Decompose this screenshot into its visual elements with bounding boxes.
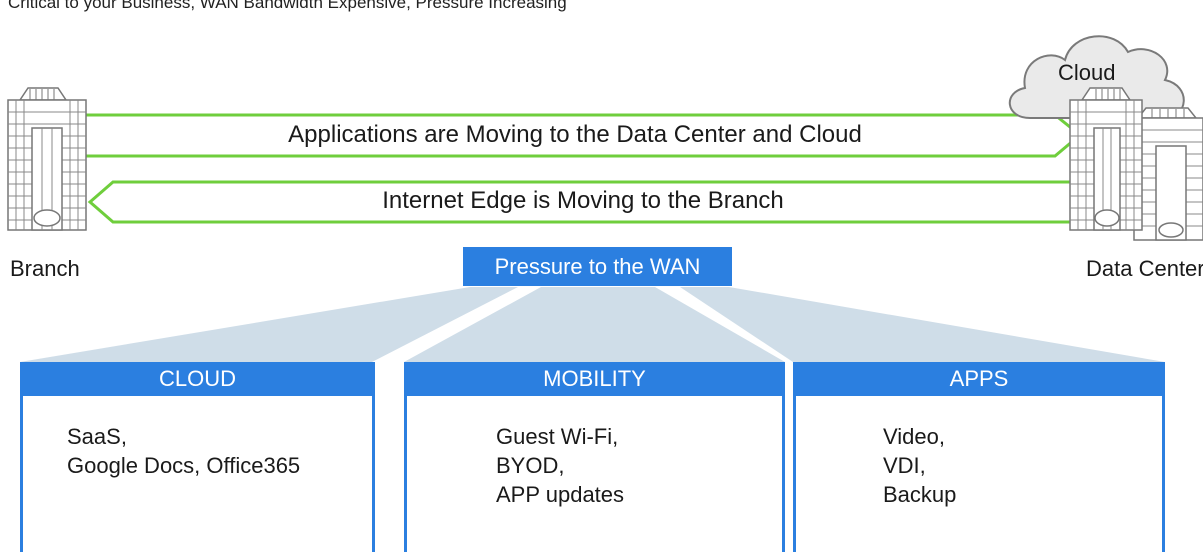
outbound-arrow-label: Applications are Moving to the Data Cent… bbox=[288, 121, 862, 148]
diagram-canvas bbox=[7, 35, 1203, 362]
panel-mobility-body: Guest Wi-Fi, BYOD, APP updates bbox=[496, 422, 624, 509]
panel-apps-item: Backup bbox=[883, 482, 957, 507]
panel-mobility-item: BYOD, bbox=[496, 453, 565, 478]
panel-mobility-header: MOBILITY bbox=[404, 362, 785, 396]
branch-building-icon bbox=[7, 87, 87, 231]
branch-label: Branch bbox=[10, 256, 80, 281]
panel-cloud-item: Google Docs, Office365 bbox=[67, 453, 301, 478]
cloud-icon bbox=[1008, 35, 1185, 119]
fan-mobility bbox=[404, 287, 785, 362]
panel-mobility-item: Guest Wi-Fi, bbox=[496, 424, 619, 449]
fan-cloud bbox=[20, 287, 518, 362]
pressure-fan bbox=[20, 287, 1165, 362]
panel-apps-header: APPS bbox=[793, 362, 1165, 396]
panel-apps: APPS Video, VDI, Backup bbox=[793, 362, 1165, 552]
cloud-label: Cloud bbox=[1058, 60, 1116, 85]
diagram-caption: Critical to your Business, WAN Bandwidth… bbox=[8, 0, 567, 12]
fan-apps bbox=[680, 287, 1165, 362]
pressure-to-wan-label: Pressure to the WAN bbox=[494, 253, 701, 279]
panel-cloud: CLOUD SaaS, Google Docs, Office365 bbox=[20, 362, 375, 552]
panel-apps-item: Video, bbox=[883, 424, 945, 449]
data-center-building-icon bbox=[1069, 87, 1203, 241]
inbound-arrow-label: Internet Edge is Moving to the Branch bbox=[382, 187, 784, 214]
panel-cloud-item: SaaS, bbox=[67, 424, 127, 449]
panel-apps-body: Video, VDI, Backup bbox=[883, 422, 956, 509]
panel-mobility: MOBILITY Guest Wi-Fi, BYOD, APP updates bbox=[404, 362, 785, 552]
panel-mobility-item: APP updates bbox=[496, 482, 625, 507]
data-center-label: Data Center bbox=[1086, 256, 1203, 281]
panel-cloud-body: SaaS, Google Docs, Office365 bbox=[67, 422, 300, 480]
panel-cloud-header: CLOUD bbox=[20, 362, 375, 396]
panel-apps-item: VDI, bbox=[883, 453, 926, 478]
pressure-to-wan-box: Pressure to the WAN bbox=[463, 247, 732, 286]
